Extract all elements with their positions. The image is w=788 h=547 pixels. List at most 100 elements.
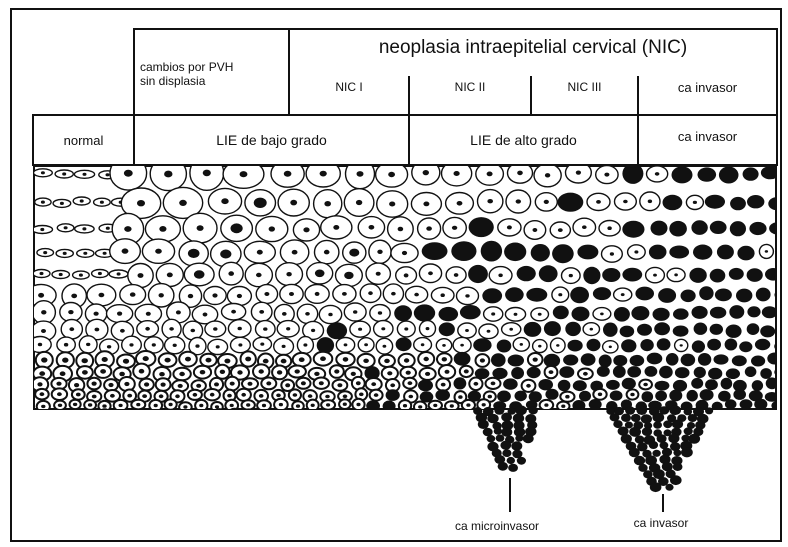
cell-nucleus [227, 394, 232, 398]
epithelial-cell [774, 409, 787, 419]
cell-nucleus [465, 329, 469, 332]
cell-nucleus [428, 271, 433, 275]
epithelial-cell [657, 434, 667, 443]
epithelial-cell [558, 380, 571, 392]
cell-nucleus [276, 414, 280, 417]
cell-nucleus [488, 395, 492, 399]
epithelial-cell [613, 355, 627, 366]
epithelial-cell [558, 193, 584, 212]
cell-nucleus [86, 343, 90, 346]
epithelial-cell [669, 405, 681, 415]
cell-nucleus [240, 171, 248, 177]
epithelial-cell [700, 389, 714, 401]
epithelial-cell [574, 411, 586, 420]
cell-nucleus [357, 171, 364, 177]
cell-nucleus [320, 356, 326, 361]
epithelial-cell [765, 268, 781, 281]
cell-nucleus [320, 171, 327, 177]
cell-nucleus [238, 327, 242, 331]
cell-nucleus [398, 227, 404, 232]
epithelial-cell [747, 268, 763, 282]
caption-invasive: ca invasor [634, 516, 689, 530]
epithelial-cell [714, 354, 729, 364]
cell-nucleus [561, 405, 565, 408]
cell-nucleus [319, 381, 324, 385]
epithelial-cell [635, 287, 654, 301]
cell-nucleus [517, 171, 523, 176]
cell-nucleus [99, 293, 105, 298]
epithelial-cell [622, 378, 636, 390]
epithelial-cell [565, 322, 581, 336]
cell-nucleus [460, 344, 464, 347]
epithelial-cell [469, 217, 494, 237]
cell-nucleus [343, 403, 347, 406]
epithelial-cell [672, 419, 683, 428]
epithelial-cell [375, 411, 386, 421]
cell-nucleus [39, 371, 45, 376]
epithelial-cell [422, 242, 448, 260]
cell-nucleus [526, 384, 531, 388]
cell-nucleus [41, 171, 45, 174]
cell-nucleus [193, 393, 198, 397]
cell-nucleus [583, 372, 588, 376]
cell-nucleus [230, 382, 235, 386]
epithelial-cell [589, 399, 602, 410]
cell-nucleus [433, 404, 437, 407]
epithelial-cell [733, 389, 746, 400]
epithelial-cell [494, 428, 502, 435]
cell-nucleus [159, 293, 164, 297]
cell-nucleus [64, 343, 68, 347]
epithelial-cell [186, 410, 197, 420]
cell-nucleus [98, 272, 102, 275]
epithelial-cell [503, 378, 518, 389]
epithelial-cell [244, 409, 254, 418]
cell-nucleus [107, 345, 111, 348]
cell-nucleus [40, 228, 44, 231]
cell-nucleus [188, 249, 200, 258]
cell-nucleus [404, 327, 408, 330]
cell-nucleus [337, 383, 342, 387]
cell-nucleus [259, 310, 264, 314]
epithelial-cell [651, 221, 668, 236]
epithelial-cell [663, 420, 672, 428]
cell-nucleus [279, 403, 283, 406]
cell-nucleus [305, 312, 310, 316]
cell-nucleus [358, 328, 362, 331]
epithelial-cell [504, 243, 526, 262]
cell-nucleus [509, 328, 513, 331]
cell-nucleus [445, 370, 450, 374]
epithelial-cell [736, 289, 752, 303]
epithelial-cell [562, 409, 573, 419]
epithelial-cell [517, 457, 526, 465]
cell-nucleus [693, 201, 697, 204]
epithelial-cell [627, 366, 641, 377]
epithelial-cell [497, 340, 512, 353]
cell-nucleus [79, 274, 83, 277]
cell-nucleus [179, 200, 187, 206]
cell-nucleus [188, 294, 193, 298]
cell-nucleus [106, 173, 110, 176]
cell-nucleus [165, 358, 171, 363]
epithelial-cell [760, 368, 772, 379]
cell-nucleus [259, 369, 264, 373]
cell-nucleus [82, 370, 88, 375]
cell-nucleus [623, 200, 628, 204]
cell-nucleus [259, 394, 264, 398]
cell-nucleus [262, 404, 266, 407]
epithelial-cell [669, 221, 687, 237]
epithelial-cell [156, 411, 167, 421]
cell-nucleus [220, 370, 225, 374]
cell-nucleus [115, 414, 119, 417]
cell-nucleus [402, 251, 407, 255]
cell-nucleus [598, 393, 602, 397]
epithelial-cell [745, 366, 757, 377]
epithelial-cell [767, 353, 781, 365]
epithelial-cell [673, 326, 689, 337]
cell-nucleus [41, 405, 45, 408]
cell-nucleus [487, 199, 493, 203]
cell-nucleus [630, 393, 634, 397]
epithelial-cell [665, 484, 673, 491]
cell-nucleus [549, 370, 554, 374]
cell-nucleus [438, 413, 442, 416]
epithelial-cell [729, 305, 744, 319]
